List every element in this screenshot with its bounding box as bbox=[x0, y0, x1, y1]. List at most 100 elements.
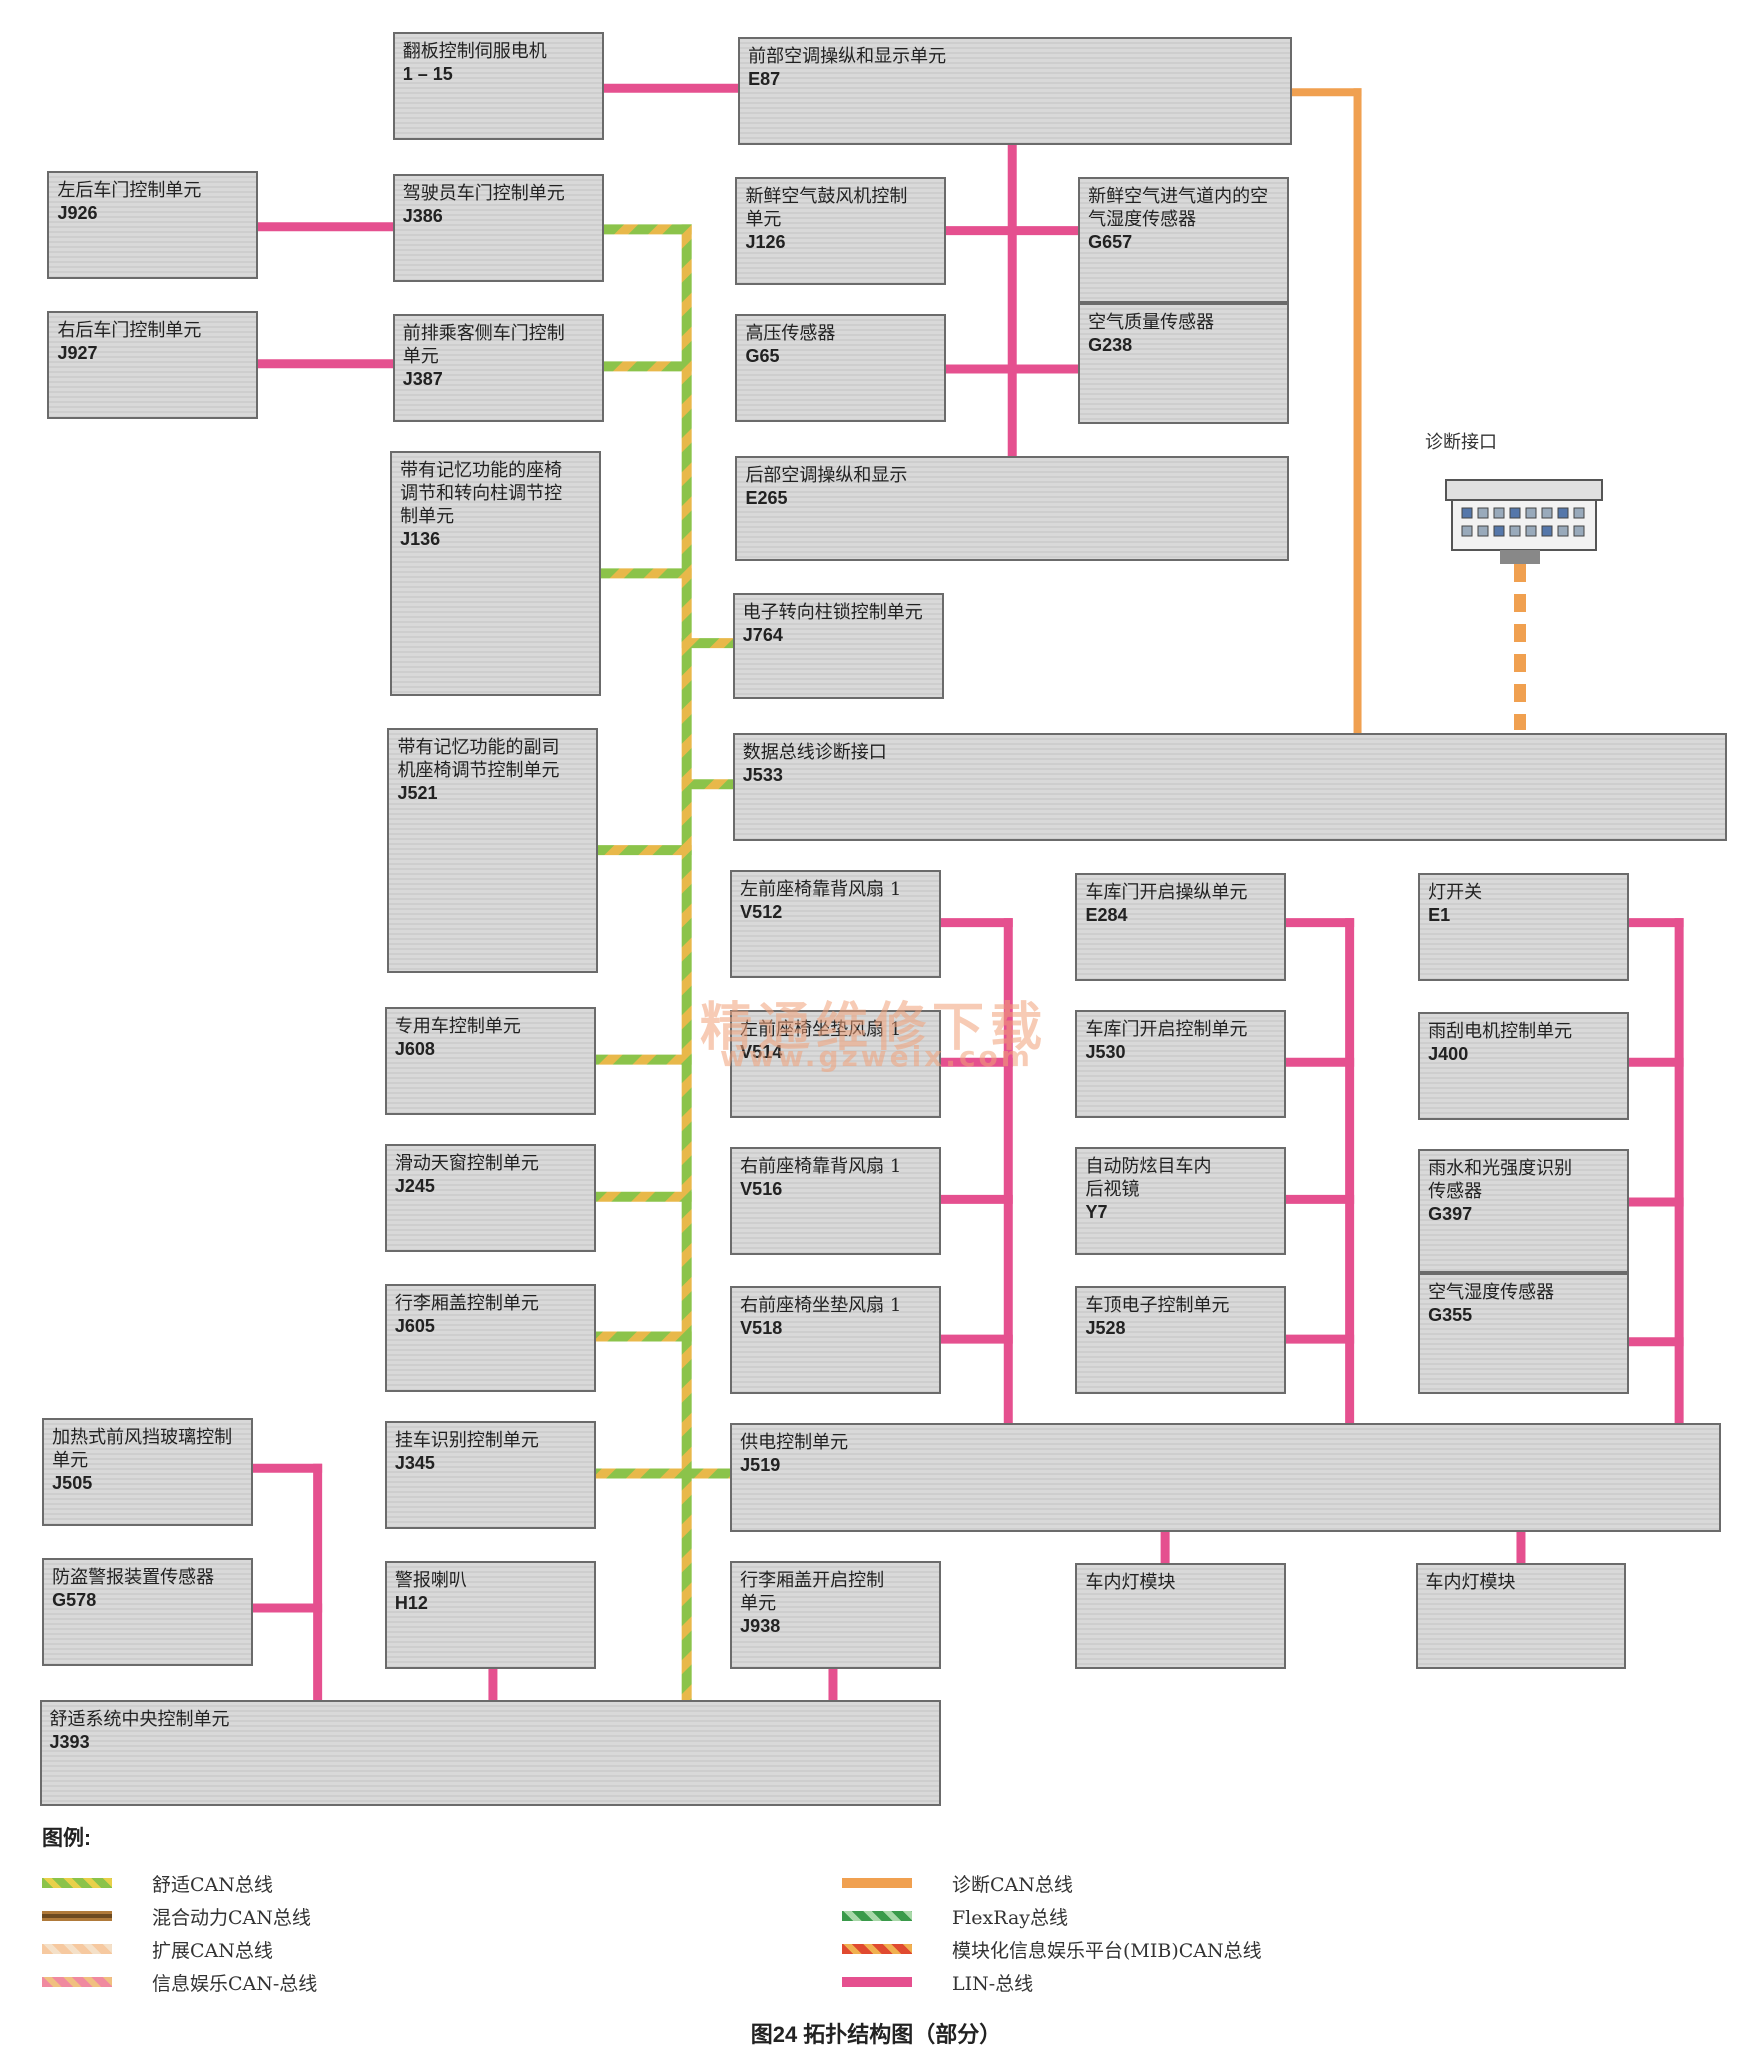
module-code: J245 bbox=[394, 1176, 435, 1197]
module-code: J126 bbox=[745, 231, 786, 252]
legend-swatch bbox=[842, 1878, 912, 1888]
legend-label: LIN-总线 bbox=[952, 1973, 1034, 1995]
connector-pin bbox=[1525, 525, 1537, 537]
legend-title: 图例: bbox=[42, 1827, 91, 1850]
module-code: J926 bbox=[57, 203, 98, 224]
legend-label: 混合动力CAN总线 bbox=[152, 1907, 311, 1929]
module-code: J927 bbox=[57, 343, 98, 364]
legend-swatch bbox=[42, 1944, 112, 1954]
module-name: 车内灯模块 bbox=[1425, 1572, 1516, 1594]
connector-pin bbox=[1557, 525, 1569, 537]
module-code: J938 bbox=[740, 1615, 781, 1636]
legend-swatch bbox=[42, 1911, 112, 1921]
module-code: G397 bbox=[1428, 1204, 1473, 1225]
module-code: V518 bbox=[740, 1318, 783, 1339]
module-name: 车内灯模块 bbox=[1085, 1572, 1176, 1594]
legend-label: 舒适CAN总线 bbox=[152, 1874, 273, 1896]
lin-bus-lines bbox=[248, 83, 1684, 1705]
diagnostic-connector-icon bbox=[1445, 479, 1603, 730]
module-code: J608 bbox=[394, 1038, 435, 1059]
legend-swatch bbox=[842, 1977, 912, 1987]
connector-pin bbox=[1509, 507, 1521, 519]
module-code: J387 bbox=[402, 368, 443, 389]
connector-pin bbox=[1573, 525, 1585, 537]
connector-pin bbox=[1557, 507, 1569, 519]
legend-label: 模块化信息娱乐平台(MIB)CAN总线 bbox=[952, 1940, 1262, 1962]
module-code: E265 bbox=[745, 488, 788, 509]
connector-pin bbox=[1541, 525, 1553, 537]
module-code: J505 bbox=[52, 1473, 93, 1494]
module-code: J605 bbox=[394, 1315, 435, 1336]
module-code: G355 bbox=[1428, 1305, 1473, 1326]
connector-pin bbox=[1509, 525, 1521, 537]
module-code: G657 bbox=[1088, 231, 1133, 252]
legend-label: 诊断CAN总线 bbox=[952, 1874, 1073, 1896]
module-code: G238 bbox=[1088, 335, 1133, 356]
module-code: V512 bbox=[740, 901, 783, 922]
connector-pin bbox=[1493, 507, 1505, 519]
legend-label: 信息娱乐CAN-总线 bbox=[152, 1973, 318, 1995]
module-code: J764 bbox=[742, 625, 783, 646]
figure-caption: 图24 拓扑结构图（部分） bbox=[750, 2022, 1002, 2047]
module-code: G578 bbox=[52, 1589, 97, 1610]
connector-pin bbox=[1461, 525, 1473, 537]
module-lamp2: 车内灯模块 bbox=[1415, 1563, 1627, 1669]
connector-pin bbox=[1541, 507, 1553, 519]
module-lamp1: 车内灯模块 bbox=[1075, 1563, 1287, 1669]
module-code: V514 bbox=[740, 1041, 783, 1062]
module-code: V516 bbox=[740, 1178, 783, 1199]
module-code: E284 bbox=[1085, 904, 1128, 925]
connector-pin bbox=[1493, 525, 1505, 537]
module-code: J530 bbox=[1085, 1041, 1126, 1062]
